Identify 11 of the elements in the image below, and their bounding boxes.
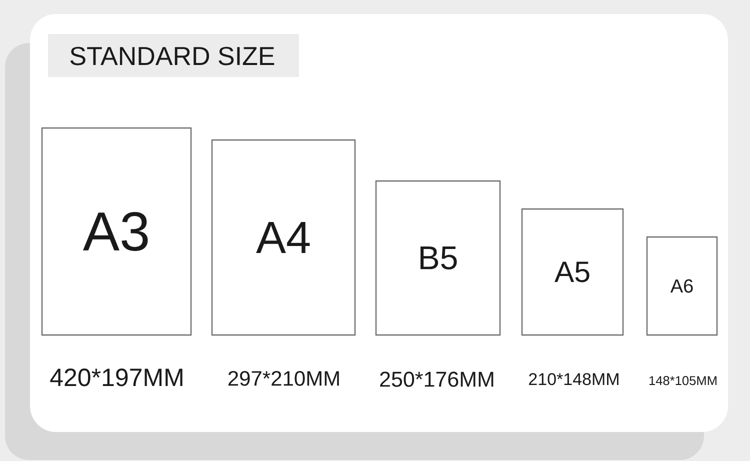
paper-size-box: B5	[375, 180, 501, 336]
title-band: STANDARD SIZE	[48, 34, 299, 77]
paper-size-box: A4	[211, 139, 356, 336]
paper-size-box: A3	[41, 127, 192, 336]
paper-size-box: A5	[521, 208, 624, 336]
size-label: 148*105MM	[649, 376, 716, 386]
size-label: 420*197MM	[50, 368, 182, 386]
size-label: 210*148MM	[529, 373, 618, 386]
paper-size-box: A6	[646, 236, 718, 336]
size-label: 250*176MM	[380, 372, 494, 387]
size-label: 297*210MM	[228, 371, 339, 386]
